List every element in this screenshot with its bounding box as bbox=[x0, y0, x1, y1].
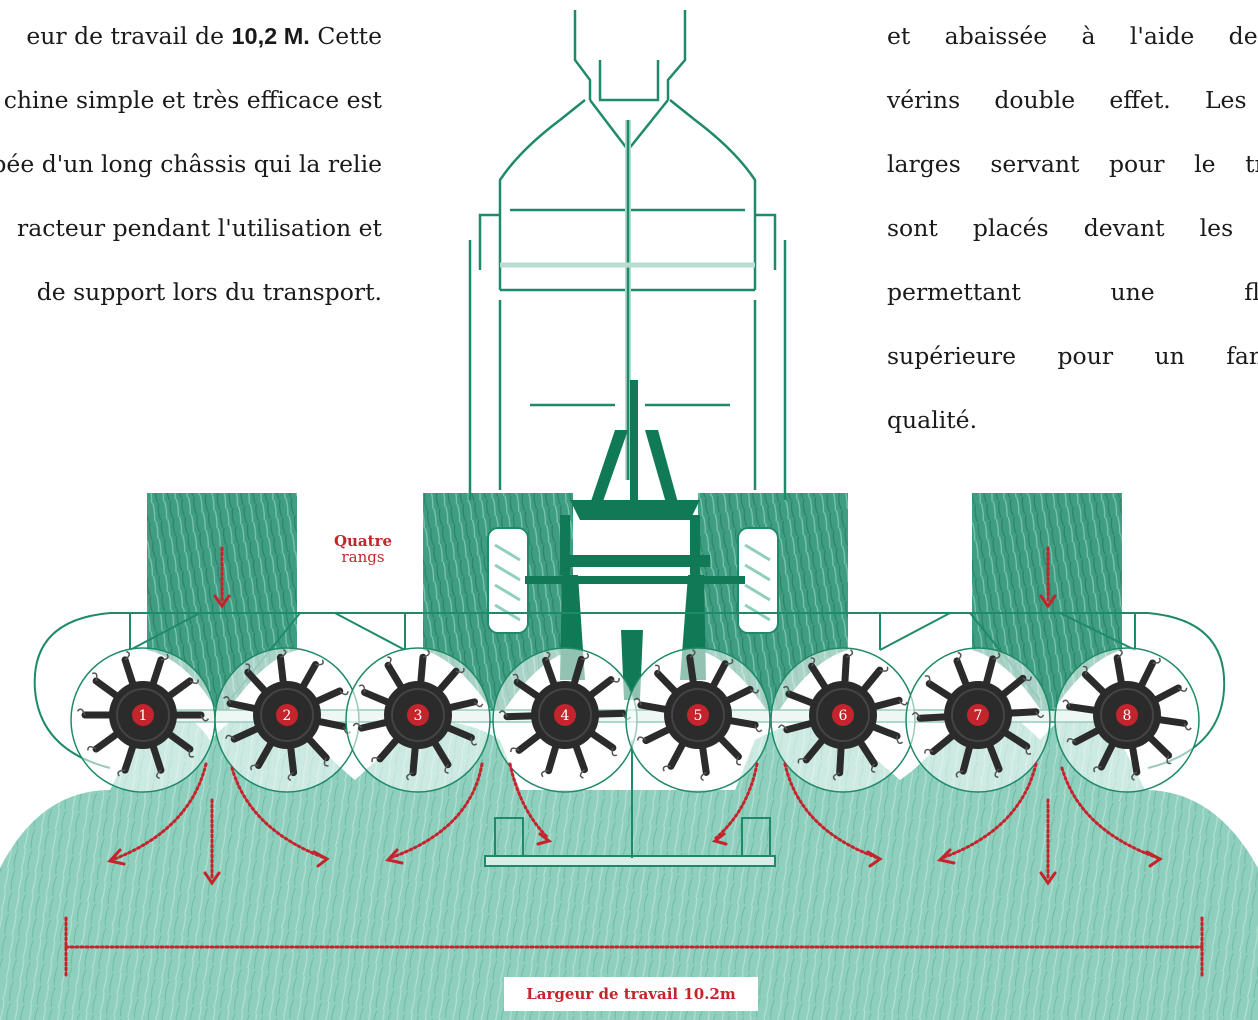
rotor-number: 1 bbox=[139, 708, 148, 724]
rotor-number: 2 bbox=[283, 708, 292, 724]
rotor-5: 5 bbox=[626, 648, 770, 792]
working-width-label: Largeur de travail 10.2m bbox=[526, 985, 736, 1003]
rotor-2: 2 bbox=[215, 648, 359, 792]
rotor-number: 5 bbox=[694, 708, 703, 724]
rotor-number: 4 bbox=[561, 708, 570, 724]
rotor-number: 7 bbox=[974, 708, 983, 724]
rotor-number: 3 bbox=[414, 708, 423, 724]
tractor-outline bbox=[470, 10, 785, 500]
rotor-number: 8 bbox=[1123, 708, 1132, 724]
rotor-4: 4 bbox=[493, 648, 637, 792]
rows-label-sub: rangs bbox=[318, 549, 408, 565]
rotor-7: 7 bbox=[906, 648, 1050, 792]
rows-label-bold: Quatre bbox=[318, 533, 408, 549]
rotor-6: 6 bbox=[771, 648, 915, 792]
working-width-box: Largeur de travail 10.2m bbox=[504, 977, 758, 1011]
rotor-number: 6 bbox=[839, 708, 848, 724]
rotor-1: 1 bbox=[71, 648, 215, 792]
rotor-3: 3 bbox=[346, 648, 490, 792]
rotor-8: 8 bbox=[1055, 648, 1199, 792]
